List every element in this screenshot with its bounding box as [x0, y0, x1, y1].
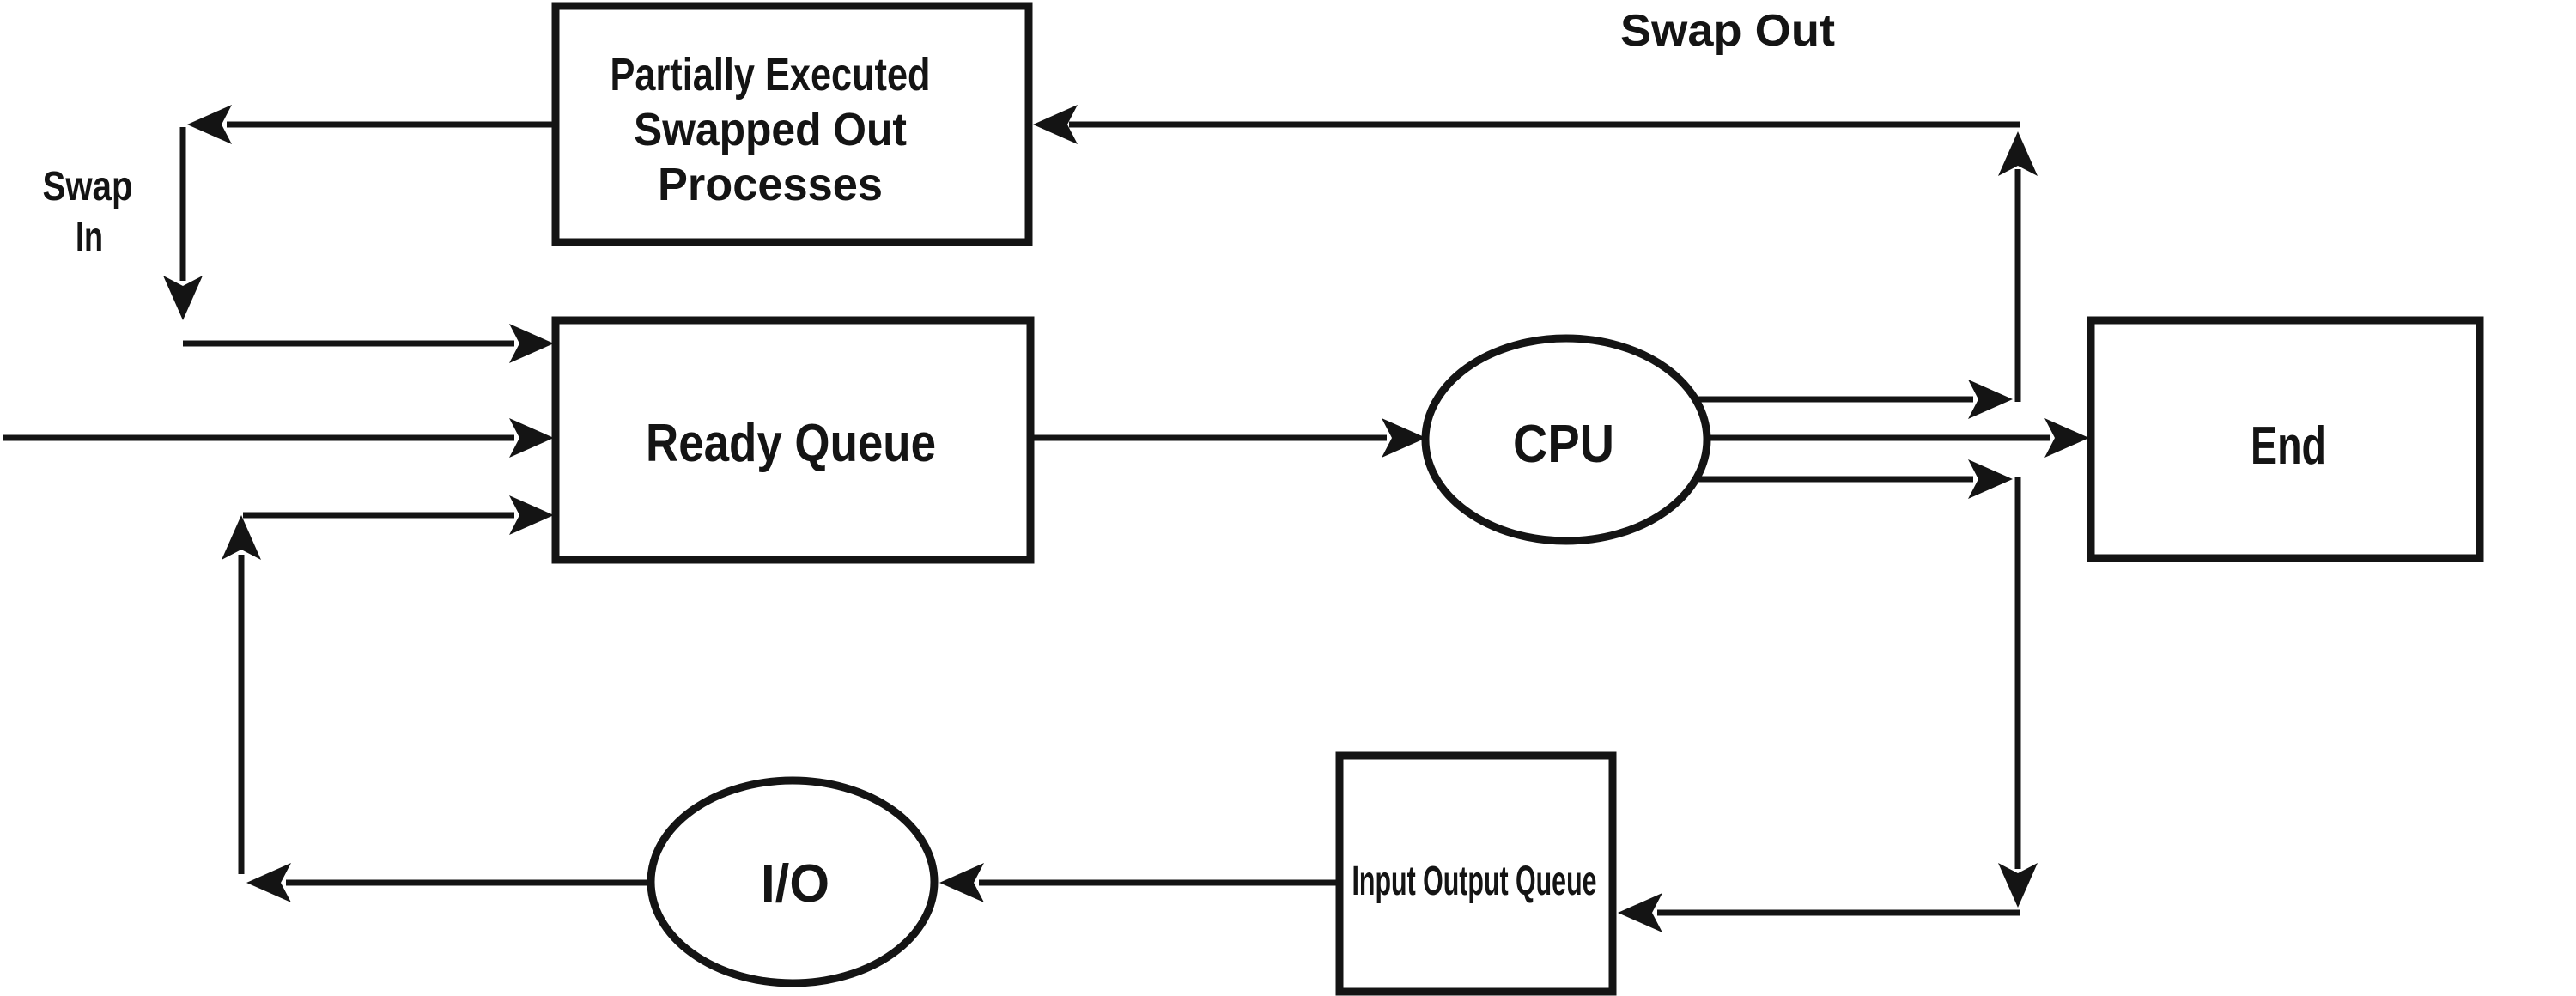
end-label: End: [2251, 416, 2326, 476]
arrowhead-into-cpu: [1382, 418, 1426, 458]
cpu-label: CPU: [1513, 415, 1614, 474]
partially-executed-label-line1: Partially Executed: [611, 49, 931, 100]
arrowhead-external-into-ready-queue: [509, 418, 554, 458]
arrowhead-cpu-top-right: [1968, 380, 2013, 419]
partially-executed-label-line3: Processes: [658, 159, 883, 210]
ready-queue-label: Ready Queue: [646, 414, 936, 473]
arrowhead-swap-out-up: [1998, 131, 2038, 176]
input-output-queue-box: [1335, 751, 1617, 996]
arrowhead-into-end: [2044, 418, 2089, 458]
cpu-ellipse: [1421, 334, 1711, 545]
arrowhead-riser-down: [1998, 863, 2038, 908]
input-output-queue-label: Input Output Queue: [1352, 859, 1597, 904]
arrowhead-into-io-queue: [1618, 893, 1662, 932]
arrowhead-swap-in-down: [163, 276, 203, 320]
swap-out-annotation: Swap Out: [1620, 6, 1835, 56]
arrowhead-swap-in-left: [187, 105, 232, 144]
swap-in-annotation-line2: In: [76, 215, 103, 260]
swap-in-annotation-line1: Swap: [43, 164, 133, 210]
partially-executed-label-line2: Swapped Out: [634, 104, 907, 155]
arrowhead-swap-in-into-ready-queue: [509, 324, 554, 363]
end-box: [2087, 316, 2484, 562]
arrowhead-io-out-left: [246, 863, 291, 902]
arrowhead-cpu-bottom-right: [1968, 459, 2013, 499]
io-label: I/O: [761, 854, 829, 914]
arrowhead-io-loop-into-ready-queue: [509, 495, 554, 535]
arrowhead-io-loop-up: [222, 515, 261, 560]
ready-queue-box: [551, 316, 1035, 564]
arrowhead-into-io: [939, 863, 984, 902]
arrowhead-into-partially-executed: [1033, 105, 1078, 144]
